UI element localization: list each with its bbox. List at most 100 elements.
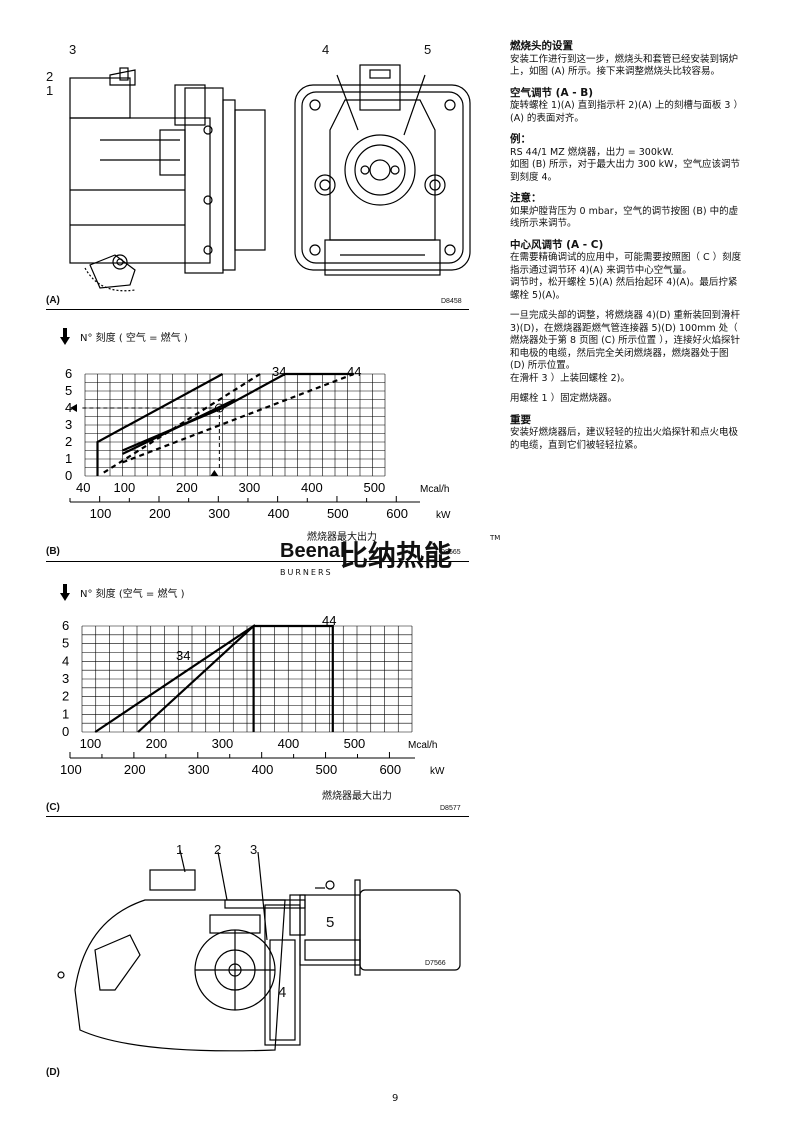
logo-cn: 比纳热能	[340, 539, 453, 572]
x-unit-kw: kW	[436, 510, 451, 521]
section-head-center-air: 中心风调节 (A - C)	[510, 238, 604, 251]
callout-5-a: 5	[424, 42, 432, 57]
section-body-example-2: 如图 (B) 所示，对于最大出力 300 kW，空气应该调节到刻度 4。	[510, 159, 741, 183]
section-head-important: 重要	[510, 413, 531, 426]
annotation-arrow-left	[70, 404, 77, 412]
section-body-center-air-2: 调节时，松开螺栓 5)(A) 然后抬起环 4)(A)。最后拧紧螺栓 5)(A)。	[510, 277, 738, 301]
y-tick-label: 0	[62, 724, 69, 739]
series-label-34: 34	[272, 364, 286, 379]
figure-a-rule	[46, 309, 469, 310]
x-tick-label-kw: 600	[379, 762, 401, 777]
x-tick-label-kw: 100	[60, 762, 82, 777]
x-tick-label-kw: 200	[149, 506, 171, 521]
brand-logo: Beenal BURNERS 比纳热能 TM	[280, 534, 500, 577]
down-arrow-icon	[60, 328, 70, 345]
y-tick-label: 4	[62, 653, 69, 668]
annotation-point	[214, 403, 224, 413]
callout-2-d: 2	[214, 842, 222, 857]
series-label-44: 44	[322, 613, 336, 628]
figure-c-label: (C)	[46, 802, 60, 813]
x-tick-label-kw: 400	[268, 506, 290, 521]
y-tick-label: 0	[65, 468, 72, 483]
callout-3-d: 3	[250, 842, 258, 857]
section-body-setting: 安装工作进行到这一步，燃烧头和套管已经安装到锅炉上，如图 (A) 所示。接下来调…	[510, 53, 739, 78]
figure-b-code: D8565	[440, 549, 461, 556]
figure-a-code: D8458	[441, 298, 462, 305]
x-tick-label-mcal: 300	[239, 480, 261, 495]
section-head-example: 例：	[510, 133, 531, 145]
x-tick-label-kw: 300	[188, 762, 210, 777]
x-unit-mcal: Mcal/h	[420, 484, 449, 495]
figure-a-drawing	[69, 64, 471, 292]
figure-d-label: (D)	[46, 1067, 60, 1078]
x-unit-kw: kW	[430, 766, 445, 777]
section-body-reassemble-2: 在滑杆 3 ）上装回螺栓 2)。	[510, 372, 630, 384]
series-line-44-4	[122, 372, 355, 464]
y-tick-label: 5	[65, 383, 72, 398]
section-body-note: 如果炉膛背压为 0 mbar，空气的调节按图 (B) 中的虚线所示来调节。	[510, 205, 739, 230]
chart-c-title: N° 刻度 (空气 = 燃气 )	[80, 589, 185, 600]
y-tick-label: 2	[62, 689, 69, 704]
x-tick-label-mcal: 400	[278, 736, 300, 751]
x-tick-label-kw: 400	[252, 762, 274, 777]
y-tick-label: 4	[65, 400, 72, 415]
figure-b-rule	[46, 561, 469, 562]
callout-1-a: 1	[46, 83, 54, 98]
figure-c-rule	[46, 816, 469, 817]
figure-c-code: D8577	[440, 805, 461, 812]
down-arrow-icon	[60, 584, 70, 601]
figure-d-code: D7566	[425, 960, 446, 967]
logo-tm: TM	[490, 534, 501, 542]
text-column: 燃烧头的设置 安装工作进行到这一步，燃烧头和套管已经安装到锅炉上，如图 (A) …	[510, 40, 742, 460]
y-tick-label: 3	[65, 417, 72, 432]
y-tick-label: 5	[62, 636, 69, 651]
x-tick-label-mcal: 200	[146, 736, 168, 751]
callout-5-d: 5	[326, 914, 335, 931]
x-tick-label-kw: 500	[316, 762, 338, 777]
x-tick-label-mcal: 100	[114, 480, 136, 495]
figure-d-drawing	[57, 849, 461, 1052]
series-line-34-0	[96, 373, 224, 476]
section-head-note: 注意：	[510, 192, 542, 204]
series-line-34-1	[137, 625, 255, 733]
x-tick-label-kw: 100	[90, 506, 112, 521]
y-tick-label: 6	[65, 366, 72, 381]
y-tick-label: 2	[65, 434, 72, 449]
series-line-44-3	[122, 372, 354, 452]
x-tick-label-kw: 300	[208, 506, 230, 521]
section-head-air: 空气调节 (A - B)	[510, 86, 594, 99]
chart-c-xlabel: 燃烧器最大出力	[322, 791, 392, 802]
section-body-reassemble-3: 用螺栓 1 ）固定燃烧器。	[510, 393, 618, 404]
x-tick-label-kw: 500	[327, 506, 349, 521]
logo-sub: BURNERS	[280, 568, 333, 577]
series-line-44-2	[253, 624, 334, 732]
callout-2-a: 2	[46, 69, 54, 84]
x-tick-label-mcal: 300	[212, 736, 234, 751]
x-tick-label-mcal: 100	[80, 736, 102, 751]
section-head-setting: 燃烧头的设置	[510, 40, 573, 52]
series-line-34-2	[103, 373, 261, 474]
callout-1-d: 1	[176, 842, 184, 857]
chart-b-xlabel: 燃烧器最大出力	[307, 532, 377, 543]
x-unit-mcal: Mcal/h	[408, 740, 437, 751]
x-tick-label-mcal: 40	[76, 480, 90, 495]
y-tick-label: 6	[62, 618, 69, 633]
x-tick-label-mcal: 200	[176, 480, 198, 495]
annotation-arrow-up	[210, 470, 219, 476]
section-body-reassemble-1: 一旦完成头部的调整，将燃烧器 4)(D) 重新装回到滑杆 3)(D)，在燃烧器距…	[510, 310, 741, 371]
series-label-34: 34	[176, 648, 190, 663]
figure-b-label: (B)	[46, 546, 60, 557]
y-tick-label: 1	[62, 706, 69, 721]
y-tick-label: 1	[65, 451, 72, 466]
section-body-air: 旋转螺栓 1)(A) 直到指示杆 2)(A) 上的刻槽与面板 3 ）(A) 的表…	[510, 100, 739, 124]
y-tick-label: 3	[62, 671, 69, 686]
section-body-center-air-1: 在需要精确调试的应用中，可能需要按照图（ C ）刻度指示通过调节环 4)(A) …	[510, 252, 742, 276]
series-label-44: 44	[347, 364, 361, 379]
x-tick-label-mcal: 400	[301, 480, 323, 495]
callout-4-d: 4	[278, 984, 287, 1001]
x-tick-label-mcal: 500	[364, 480, 386, 495]
page-number: 9	[392, 1093, 399, 1104]
logo-en: Beenal	[280, 540, 346, 562]
x-tick-label-kw: 600	[386, 506, 408, 521]
